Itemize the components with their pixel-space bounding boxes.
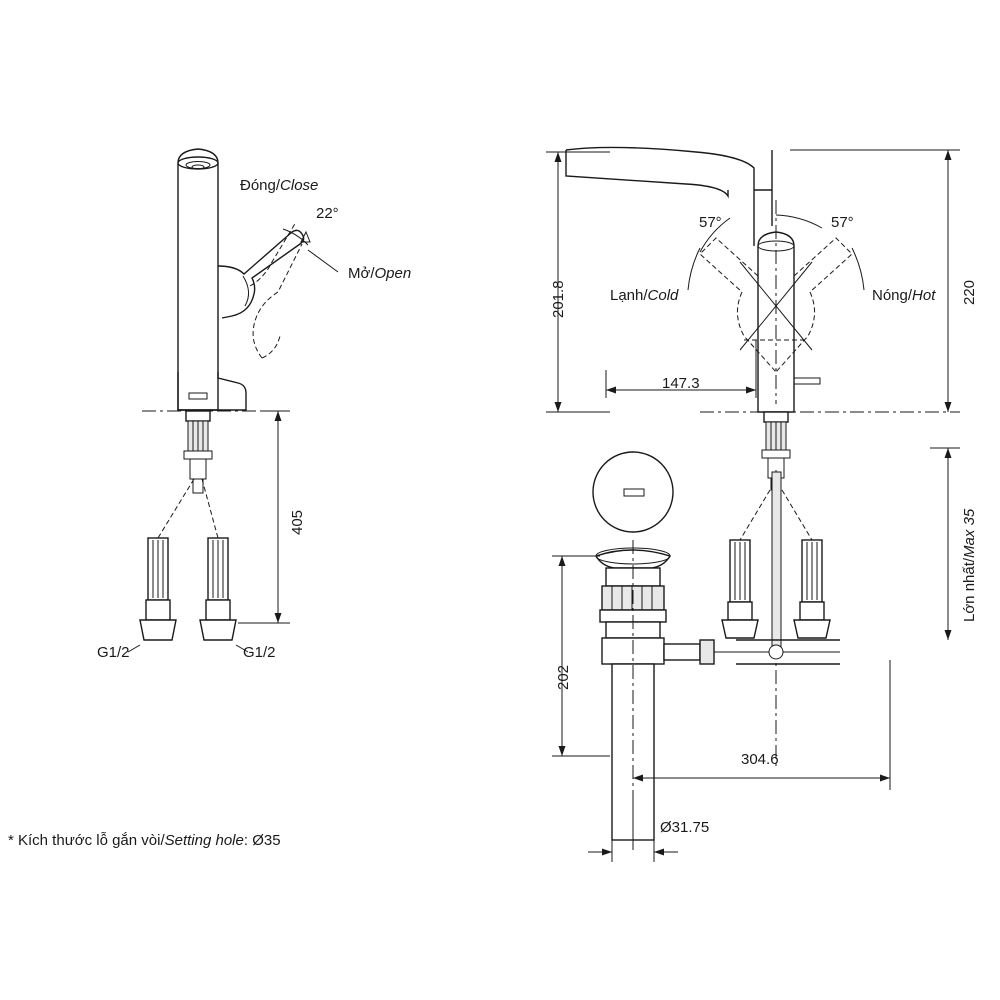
label-angle-right-57: 57° xyxy=(831,214,854,231)
left-faucet-view xyxy=(127,148,339,653)
label-cold: Lạnh/Cold xyxy=(610,287,679,304)
label-overall-height-220: 220 xyxy=(961,279,978,305)
label-height-405: 405 xyxy=(289,509,306,535)
label-max-thickness: Lớn nhất/Max 35 xyxy=(961,508,978,622)
label-spout-height-201-8: 201.8 xyxy=(550,280,567,318)
label-hot: Nóng/Hot xyxy=(872,287,936,304)
label-angle-left-57: 57° xyxy=(699,214,722,231)
label-drain-height-202: 202 xyxy=(555,664,572,690)
label-open: Mở/Open xyxy=(348,265,412,282)
footnote-setting-hole: * Kích thước lỗ gắn vòi/Setting hole: Ø3… xyxy=(8,832,281,849)
right-faucet-view xyxy=(546,146,960,770)
label-angle-22: 22° xyxy=(316,205,339,222)
label-inlet-right: G1/2 xyxy=(243,644,276,661)
pop-up-drain-view xyxy=(552,451,891,862)
label-drain-reach-304-6: 304.6 xyxy=(741,751,779,768)
label-inlet-left: G1/2 xyxy=(97,644,130,661)
label-drain-diameter: Ø31.75 xyxy=(660,819,710,836)
label-spout-reach-147-3: 147.3 xyxy=(662,375,700,392)
label-close: Đóng/Close xyxy=(240,177,319,194)
